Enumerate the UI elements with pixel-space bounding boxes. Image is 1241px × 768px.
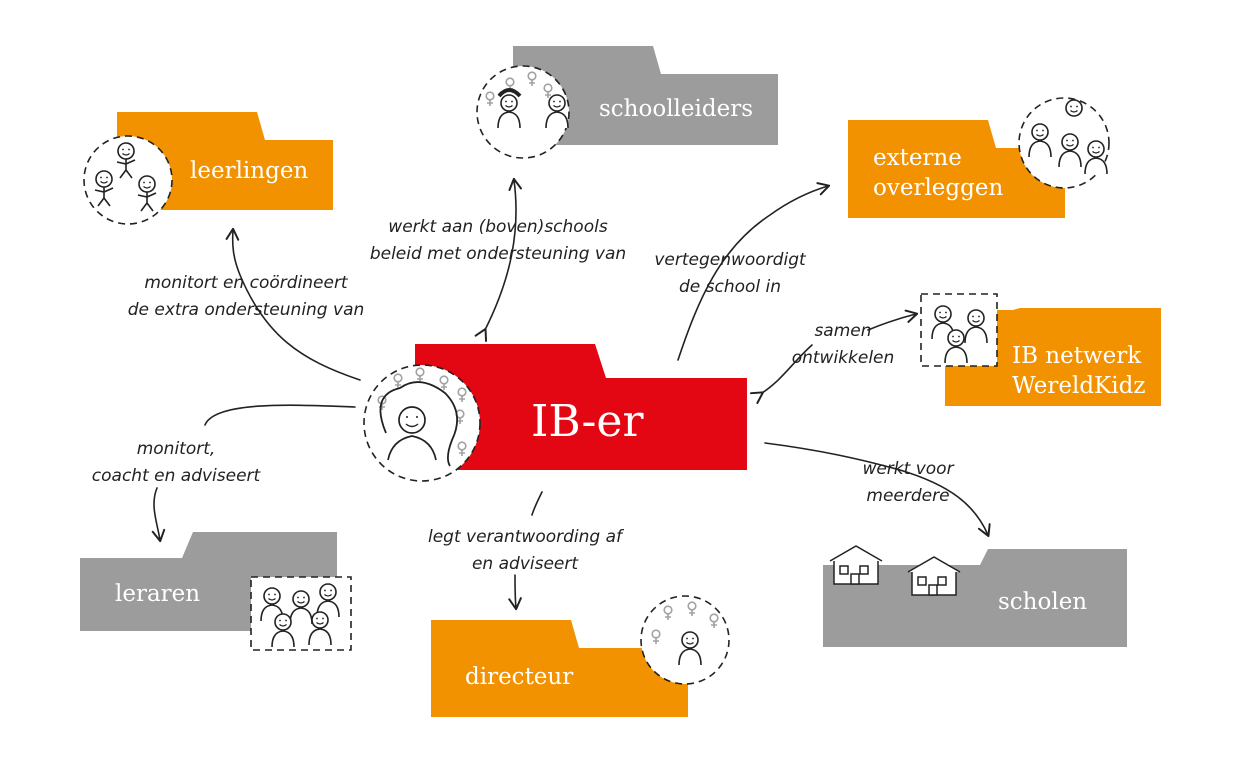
note-externe-line1: vertegenwoordigt <box>654 250 806 270</box>
connector-lines <box>151 177 991 611</box>
node-leerlingen <box>83 112 333 225</box>
note-leraren-line2: coacht en adviseert <box>91 466 261 486</box>
note-netwerk-line1: samen <box>814 321 872 341</box>
arrow-netwerk <box>750 344 813 404</box>
ib-er-label: IB-er <box>531 396 644 447</box>
note-directeur-line1: legt verantwoording af <box>428 527 622 547</box>
folder-netwerk <box>945 308 1161 406</box>
externe-label-line1: externe <box>873 145 962 171</box>
note-externe: vertegenwoordigt de school in <box>650 247 810 301</box>
note-netwerk-line2: ontwikkelen <box>791 348 895 368</box>
folder-schoolleiders <box>513 46 778 145</box>
note-leerlingen-line1: monitort en coördineert <box>144 273 348 293</box>
note-leerlingen: monitort en coördineert de extra onderst… <box>124 270 368 324</box>
note-directeur-line2: en adviseert <box>471 554 579 574</box>
arrow-to-leraren-tip <box>151 487 166 543</box>
directeur-label: directeur <box>465 664 574 690</box>
arrow-to-scholen <box>764 442 991 538</box>
node-schoolleiders <box>476 46 778 159</box>
scholen-label: scholen <box>998 589 1088 615</box>
note-scholen-line1: werkt voor <box>862 459 954 479</box>
note-schoolleiders-line2: beleid met ondersteuning van <box>369 244 627 264</box>
node-externe-overleggen <box>848 97 1110 218</box>
note-scholen: werkt voor meerdere <box>850 456 966 510</box>
node-leraren <box>80 532 352 651</box>
node-ib-netwerk <box>920 293 1161 406</box>
netwerk-label-line1: IB netwerk <box>1012 343 1142 369</box>
note-schoolleiders: werkt aan (boven)schools beleid met onde… <box>362 214 634 268</box>
note-externe-line2: de school in <box>678 277 782 297</box>
note-leerlingen-line2: de extra ondersteuning van <box>127 300 365 320</box>
note-directeur: legt verantwoording af en adviseert <box>420 524 630 578</box>
folder-directeur <box>431 620 688 717</box>
netwerk-label-line2: WereldKidz <box>1012 373 1146 399</box>
arrow-schoolleiders <box>474 177 523 342</box>
arrow-to-externe <box>677 182 831 361</box>
leerlingen-label: leerlingen <box>190 158 309 184</box>
arrow-to-leraren <box>204 404 356 426</box>
note-scholen-line2: meerdere <box>866 486 950 506</box>
leraren-label: leraren <box>115 581 201 607</box>
arrow-to-directeur <box>531 491 543 516</box>
note-schoolleiders-line1: werkt aan (boven)schools <box>388 217 608 237</box>
node-directeur <box>431 595 730 717</box>
node-ib-er <box>363 344 747 482</box>
schoolleiders-label: schoolleiders <box>599 96 754 122</box>
folder-scholen <box>823 549 1127 647</box>
folder-ib-er <box>415 344 747 470</box>
note-leraren-line1: monitort, <box>136 439 216 459</box>
arrow-netwerk-right <box>867 309 919 331</box>
arrow-to-leerlingen <box>225 227 361 381</box>
arrow-to-directeur-tip <box>508 574 522 611</box>
note-leraren: monitort, coacht en adviseert <box>84 436 268 490</box>
externe-label-line2: overleggen <box>873 175 1004 201</box>
note-netwerk: samen ontwikkelen <box>780 318 906 372</box>
node-scholen <box>823 545 1127 647</box>
folder-externe <box>848 120 1065 218</box>
